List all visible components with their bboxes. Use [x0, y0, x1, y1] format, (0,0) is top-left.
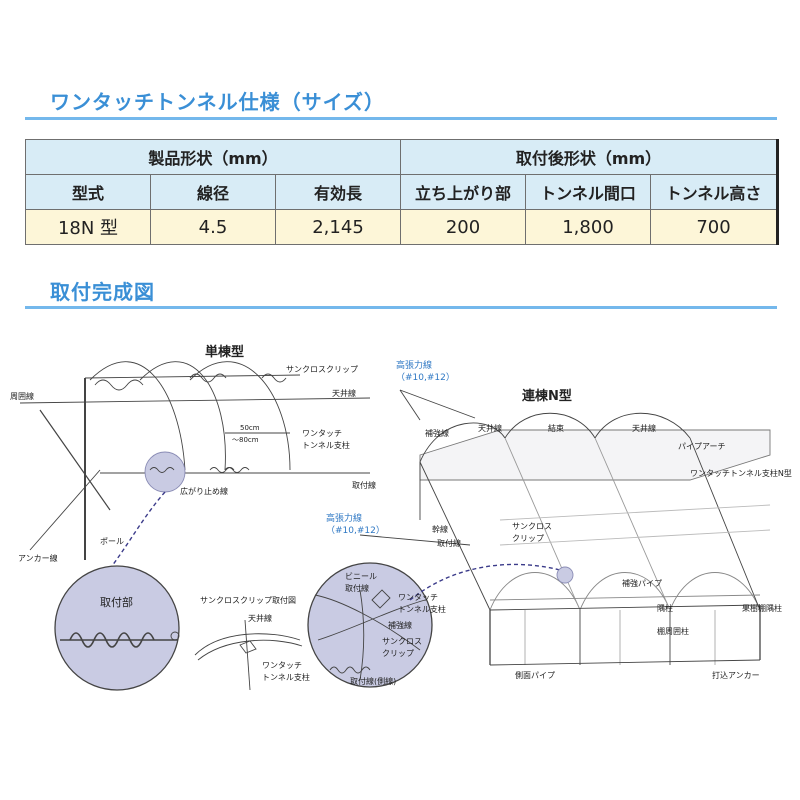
- multi-span-title: 連棟N型: [522, 389, 572, 404]
- label-pole: ポール: [100, 537, 124, 546]
- clip-detail-ceiling: 天井線: [248, 614, 272, 623]
- label-clip-2: クリップ: [382, 649, 414, 658]
- label-anchor: アンカー線: [18, 554, 58, 563]
- label-vinyl: ビニール: [345, 572, 377, 581]
- label-reinforce-wire: 補強線: [388, 621, 412, 630]
- label-orchard-post: 果樹棚隅柱: [742, 604, 782, 613]
- label-multi-tension-wire: 高張力線: [326, 514, 363, 524]
- label-pipe-arch: パイプアーチ: [678, 442, 726, 451]
- label-spacing: 50cm: [240, 424, 260, 432]
- table-cell: 4.5: [150, 209, 276, 245]
- label-side-wire: 取付線(側線): [350, 677, 397, 686]
- label-multi-reinforce: 補強線: [425, 429, 449, 438]
- label-multi-mount-wire: 取付線: [437, 539, 461, 548]
- column-header: 有効長: [275, 174, 401, 210]
- label-support-post: トンネル支柱: [302, 441, 350, 450]
- column-header: トンネル高さ: [649, 174, 779, 210]
- clip-detail-support-post: トンネル支柱: [262, 673, 310, 682]
- table-cell: 700: [649, 209, 779, 245]
- table-cell: 1,800: [525, 209, 651, 245]
- label-clip: サンクロス: [382, 637, 422, 646]
- label-trunk-wire: 幹線: [432, 525, 448, 534]
- label-tie: 結束: [548, 424, 564, 433]
- label-mount-wire: 取付線: [352, 481, 376, 490]
- label-perimeter: 周囲線: [10, 392, 34, 401]
- column-header: 型式: [25, 174, 151, 210]
- label-detail-support-post: トンネル支柱: [398, 605, 446, 614]
- spec-title: ワンタッチトンネル仕様（サイズ）: [50, 90, 385, 114]
- label-detail-support: ワンタッチ: [398, 593, 438, 602]
- single-span-title: 単棟型: [205, 345, 245, 360]
- label-reinforce-pipe: 補強パイプ: [622, 579, 662, 588]
- install-title: 取付完成図: [50, 280, 155, 304]
- table-cell: 2,145: [275, 209, 401, 245]
- label-attachment-part: 取付部: [100, 596, 133, 609]
- label-multi-ceiling-2: 天井線: [632, 424, 656, 433]
- clip-detail-title: サンクロスクリップ取付図: [200, 596, 296, 605]
- label-multi-ceiling-1: 天井線: [478, 424, 502, 433]
- label-tension-spec: （#10,#12）: [396, 373, 455, 383]
- label-spread-stop: 広がり止め線: [180, 487, 228, 496]
- column-header: 線径: [150, 174, 276, 210]
- label-spacing-range: 〜80cm: [232, 436, 259, 444]
- label-shelf-post: 棚周囲柱: [657, 627, 689, 636]
- table-cell: 200: [400, 209, 526, 245]
- label-driven-anchor: 打込アンカー: [712, 671, 760, 680]
- column-header: 立ち上がり部: [400, 174, 526, 210]
- label-corner-post: 隅柱: [657, 604, 673, 613]
- label-multi-clip-2: クリップ: [512, 534, 544, 543]
- spec-table: 製品形状（mm） 取付後形状（mm） 型式 線径 有効長 立ち上がり部 トンネル…: [25, 139, 780, 245]
- label-tension-wire: 高張力線: [396, 361, 433, 371]
- label-side-pipe: 側面パイプ: [515, 671, 555, 680]
- label-n-type-support: ワンタッチトンネル支柱N型: [690, 469, 792, 478]
- label-detail-mount-wire: 取付線: [345, 584, 369, 593]
- install-rule: [25, 306, 777, 309]
- header-product-shape: 製品形状（mm）: [25, 139, 401, 175]
- table-cell: 18N 型: [25, 209, 151, 245]
- label-support: ワンタッチ: [302, 429, 342, 438]
- column-header: トンネル間口: [525, 174, 651, 210]
- label-ceiling: 天井線: [332, 389, 356, 398]
- label-sunclip: サンクロスクリップ: [286, 365, 358, 374]
- label-multi-tension-spec: （#10,#12）: [326, 526, 385, 536]
- title-rule: [25, 117, 777, 120]
- clip-detail-support: ワンタッチ: [262, 661, 302, 670]
- label-multi-clip: サンクロス: [512, 522, 552, 531]
